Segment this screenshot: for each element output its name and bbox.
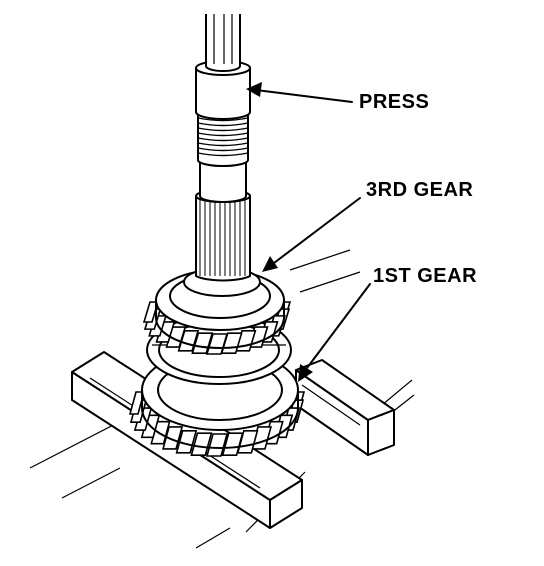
- rear-wood-block: [295, 359, 395, 456]
- gear-tooth: [175, 430, 198, 454]
- gear-tooth: [205, 433, 229, 457]
- gear-tooth: [190, 432, 213, 456]
- thread-line: [197, 137, 249, 142]
- third-gear: [142, 267, 292, 355]
- first-gear-label: 1ST GEAR: [373, 265, 478, 287]
- third-gear-leader: [269, 197, 361, 267]
- thread-line: [197, 127, 249, 132]
- shaft-threads: [197, 117, 249, 157]
- thread-line: [197, 147, 249, 152]
- press-leader: [255, 89, 353, 103]
- third-gear-arrowhead: [262, 256, 278, 272]
- third-gear-label: 3RD GEAR: [366, 179, 474, 201]
- thread-line: [197, 132, 249, 137]
- thread-line: [197, 117, 249, 122]
- press-arrowhead: [246, 82, 262, 97]
- thread-line: [197, 122, 249, 127]
- main-shaft: [195, 14, 251, 282]
- press-label: PRESS: [359, 91, 430, 113]
- gear-tooth: [162, 426, 184, 450]
- first-gear-arrowhead: [298, 364, 313, 382]
- leader-arrows: [246, 82, 371, 382]
- first-gear-leader: [303, 283, 371, 373]
- thread-line: [197, 142, 249, 147]
- shaft-splines: [199, 200, 246, 276]
- thread-line: [197, 152, 249, 157]
